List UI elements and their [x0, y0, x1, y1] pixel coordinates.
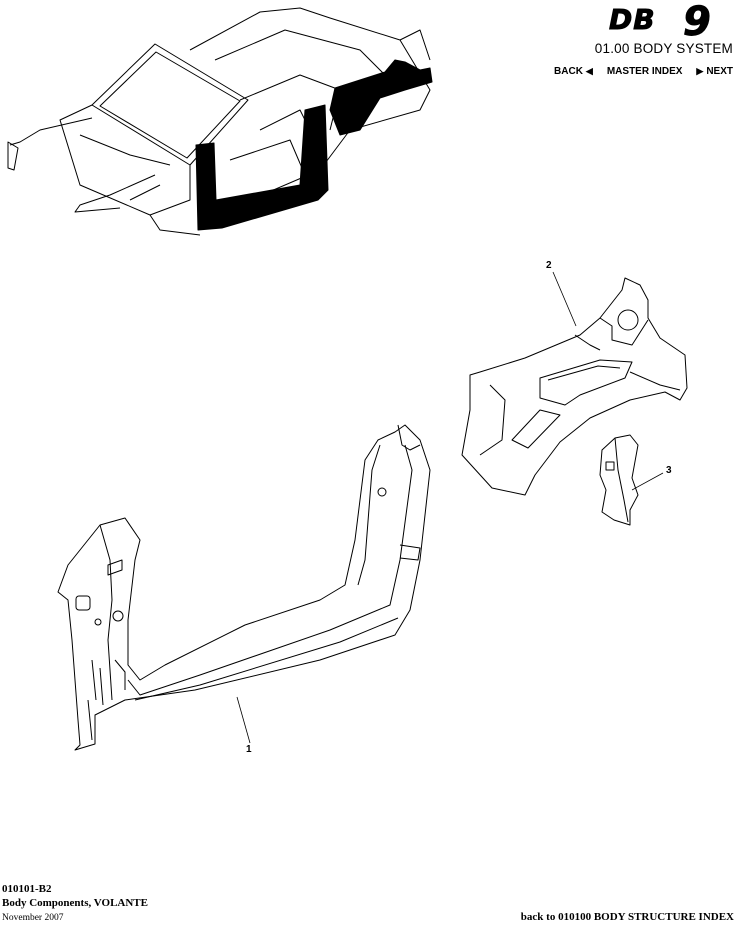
diagram-date: November 2007	[2, 913, 64, 923]
svg-text:9: 9	[683, 2, 711, 38]
body-shell-overview	[7, 7, 431, 236]
back-to-index-link[interactable]: back to 010100 BODY STRUCTURE INDEX	[520, 911, 734, 923]
leader-line-3	[631, 472, 664, 491]
triangle-right-icon: ▶	[696, 66, 704, 76]
next-link[interactable]: ▶ NEXT	[696, 66, 733, 77]
system-title: 01.00 BODY SYSTEM	[594, 41, 733, 56]
back-label: BACK	[554, 66, 583, 77]
triangle-left-icon: ◀	[585, 66, 593, 76]
part-3-bracket	[599, 434, 639, 526]
highlighted-rear-panel	[329, 59, 433, 136]
db9-logo: DB 9	[609, 2, 711, 38]
part-1-side-frame	[57, 424, 431, 751]
callout-1: 1	[246, 744, 252, 755]
diagram-description: Body Components, VOLANTE	[2, 897, 148, 909]
svg-text:DB: DB	[609, 3, 656, 36]
back-link[interactable]: BACK ◀	[554, 66, 593, 77]
navigation-bar: BACK ◀ MASTER INDEX ▶ NEXT	[554, 66, 733, 77]
next-label: NEXT	[706, 66, 733, 77]
callout-3: 3	[666, 465, 672, 476]
leader-line-1	[236, 696, 251, 744]
highlighted-side-frame	[195, 104, 329, 231]
callout-2: 2	[546, 260, 552, 271]
master-index-label: MASTER INDEX	[606, 66, 683, 77]
diagram-code: 010101-B2	[2, 883, 52, 895]
leader-line-2	[552, 271, 577, 327]
master-index-link[interactable]: MASTER INDEX	[607, 66, 683, 77]
footer-info: 010101-B2 Body Components, VOLANTE Novem…	[2, 883, 148, 923]
part-2-rear-quarter	[461, 277, 688, 496]
